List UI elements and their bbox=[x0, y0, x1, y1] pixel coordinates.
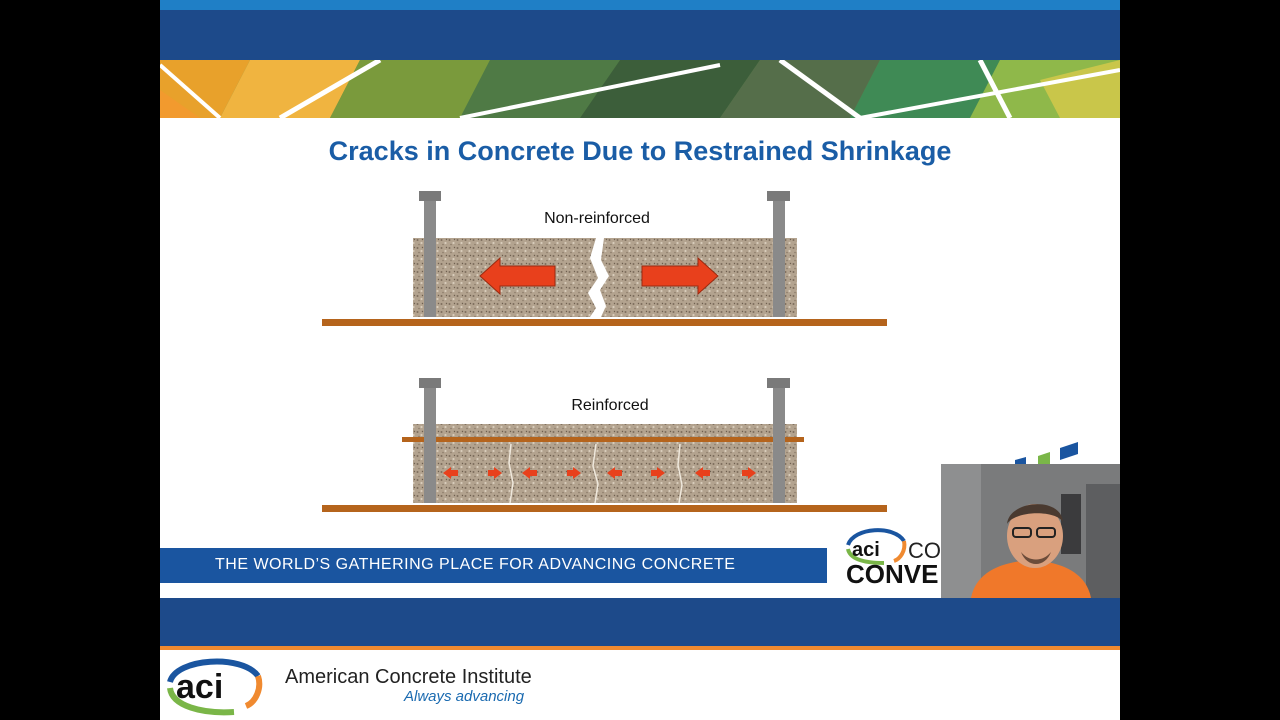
presentation-frame: Cracks in Concrete Due to Restrained Shr… bbox=[160, 0, 1120, 720]
reinforced-slab bbox=[413, 424, 797, 503]
top-header-bar bbox=[160, 10, 1120, 60]
left-post-cap bbox=[419, 191, 441, 201]
right-post-cap bbox=[767, 191, 790, 201]
top-accent-bar bbox=[160, 0, 1120, 10]
small-arrow-7 bbox=[695, 467, 710, 479]
presenter-shirt bbox=[971, 560, 1091, 598]
decorative-banner bbox=[160, 60, 1120, 118]
convention-text-line2: CONVE bbox=[846, 559, 939, 589]
footer: aci American Concrete Institute Always a… bbox=[160, 650, 1120, 720]
reinforced-label: Reinforced bbox=[571, 397, 648, 414]
aci-convention-logo: aci bbox=[846, 528, 907, 565]
organization-name: American Concrete Institute bbox=[285, 666, 532, 688]
tagline-bar: THE WORLD’S GATHERING PLACE FOR ADVANCIN… bbox=[160, 548, 827, 583]
footer-aci-text: aci bbox=[176, 668, 223, 706]
tagline-text: THE WORLD’S GATHERING PLACE FOR ADVANCIN… bbox=[215, 556, 736, 573]
non-reinforced-label: Non-reinforced bbox=[544, 210, 650, 227]
right-post bbox=[773, 200, 785, 317]
rebar bbox=[402, 437, 804, 442]
small-arrow-4 bbox=[567, 467, 581, 479]
small-arrow-6 bbox=[651, 467, 665, 479]
right-post-cap-2 bbox=[767, 378, 790, 388]
aci-footer-logo: aci bbox=[167, 658, 263, 716]
right-post-2 bbox=[773, 386, 785, 503]
reinforced-diagram: Reinforced bbox=[322, 378, 887, 512]
small-arrow-8 bbox=[742, 467, 756, 479]
convention-aci-text: aci bbox=[852, 539, 880, 561]
small-arrow-2 bbox=[488, 467, 502, 479]
left-post bbox=[424, 200, 436, 317]
small-arrow-5 bbox=[607, 467, 622, 479]
convention-text-line1: CO bbox=[908, 538, 941, 563]
left-post-2 bbox=[424, 386, 436, 503]
micro-crack-2 bbox=[592, 443, 599, 504]
presenter-hair bbox=[1007, 504, 1063, 524]
slide-title: Cracks in Concrete Due to Restrained Shr… bbox=[328, 136, 952, 166]
small-arrow-3 bbox=[522, 467, 537, 479]
bottom-blue-bar bbox=[160, 598, 1120, 646]
bottom-orange-stripe bbox=[160, 646, 1120, 650]
glasses-left bbox=[1012, 527, 1032, 538]
left-arrow bbox=[479, 256, 556, 296]
organization-tagline: Always advancing bbox=[404, 688, 525, 705]
micro-crack-1 bbox=[508, 443, 514, 504]
presenter-beard bbox=[1021, 552, 1051, 564]
slide-content: Cracks in Concrete Due to Restrained Shr… bbox=[160, 118, 1120, 598]
micro-crack-3 bbox=[677, 443, 683, 504]
right-arrow bbox=[641, 256, 719, 296]
shrinkage-diagram: Non-reinforced Reinforced bbox=[322, 191, 1078, 512]
glasses-right bbox=[1036, 527, 1056, 538]
small-arrow-1 bbox=[443, 467, 458, 479]
presenter-webcam bbox=[941, 464, 1120, 598]
ground-line-2 bbox=[322, 505, 887, 512]
left-post-cap-2 bbox=[419, 378, 441, 388]
non-reinforced-diagram: Non-reinforced bbox=[322, 191, 887, 326]
ground-line bbox=[322, 319, 887, 326]
